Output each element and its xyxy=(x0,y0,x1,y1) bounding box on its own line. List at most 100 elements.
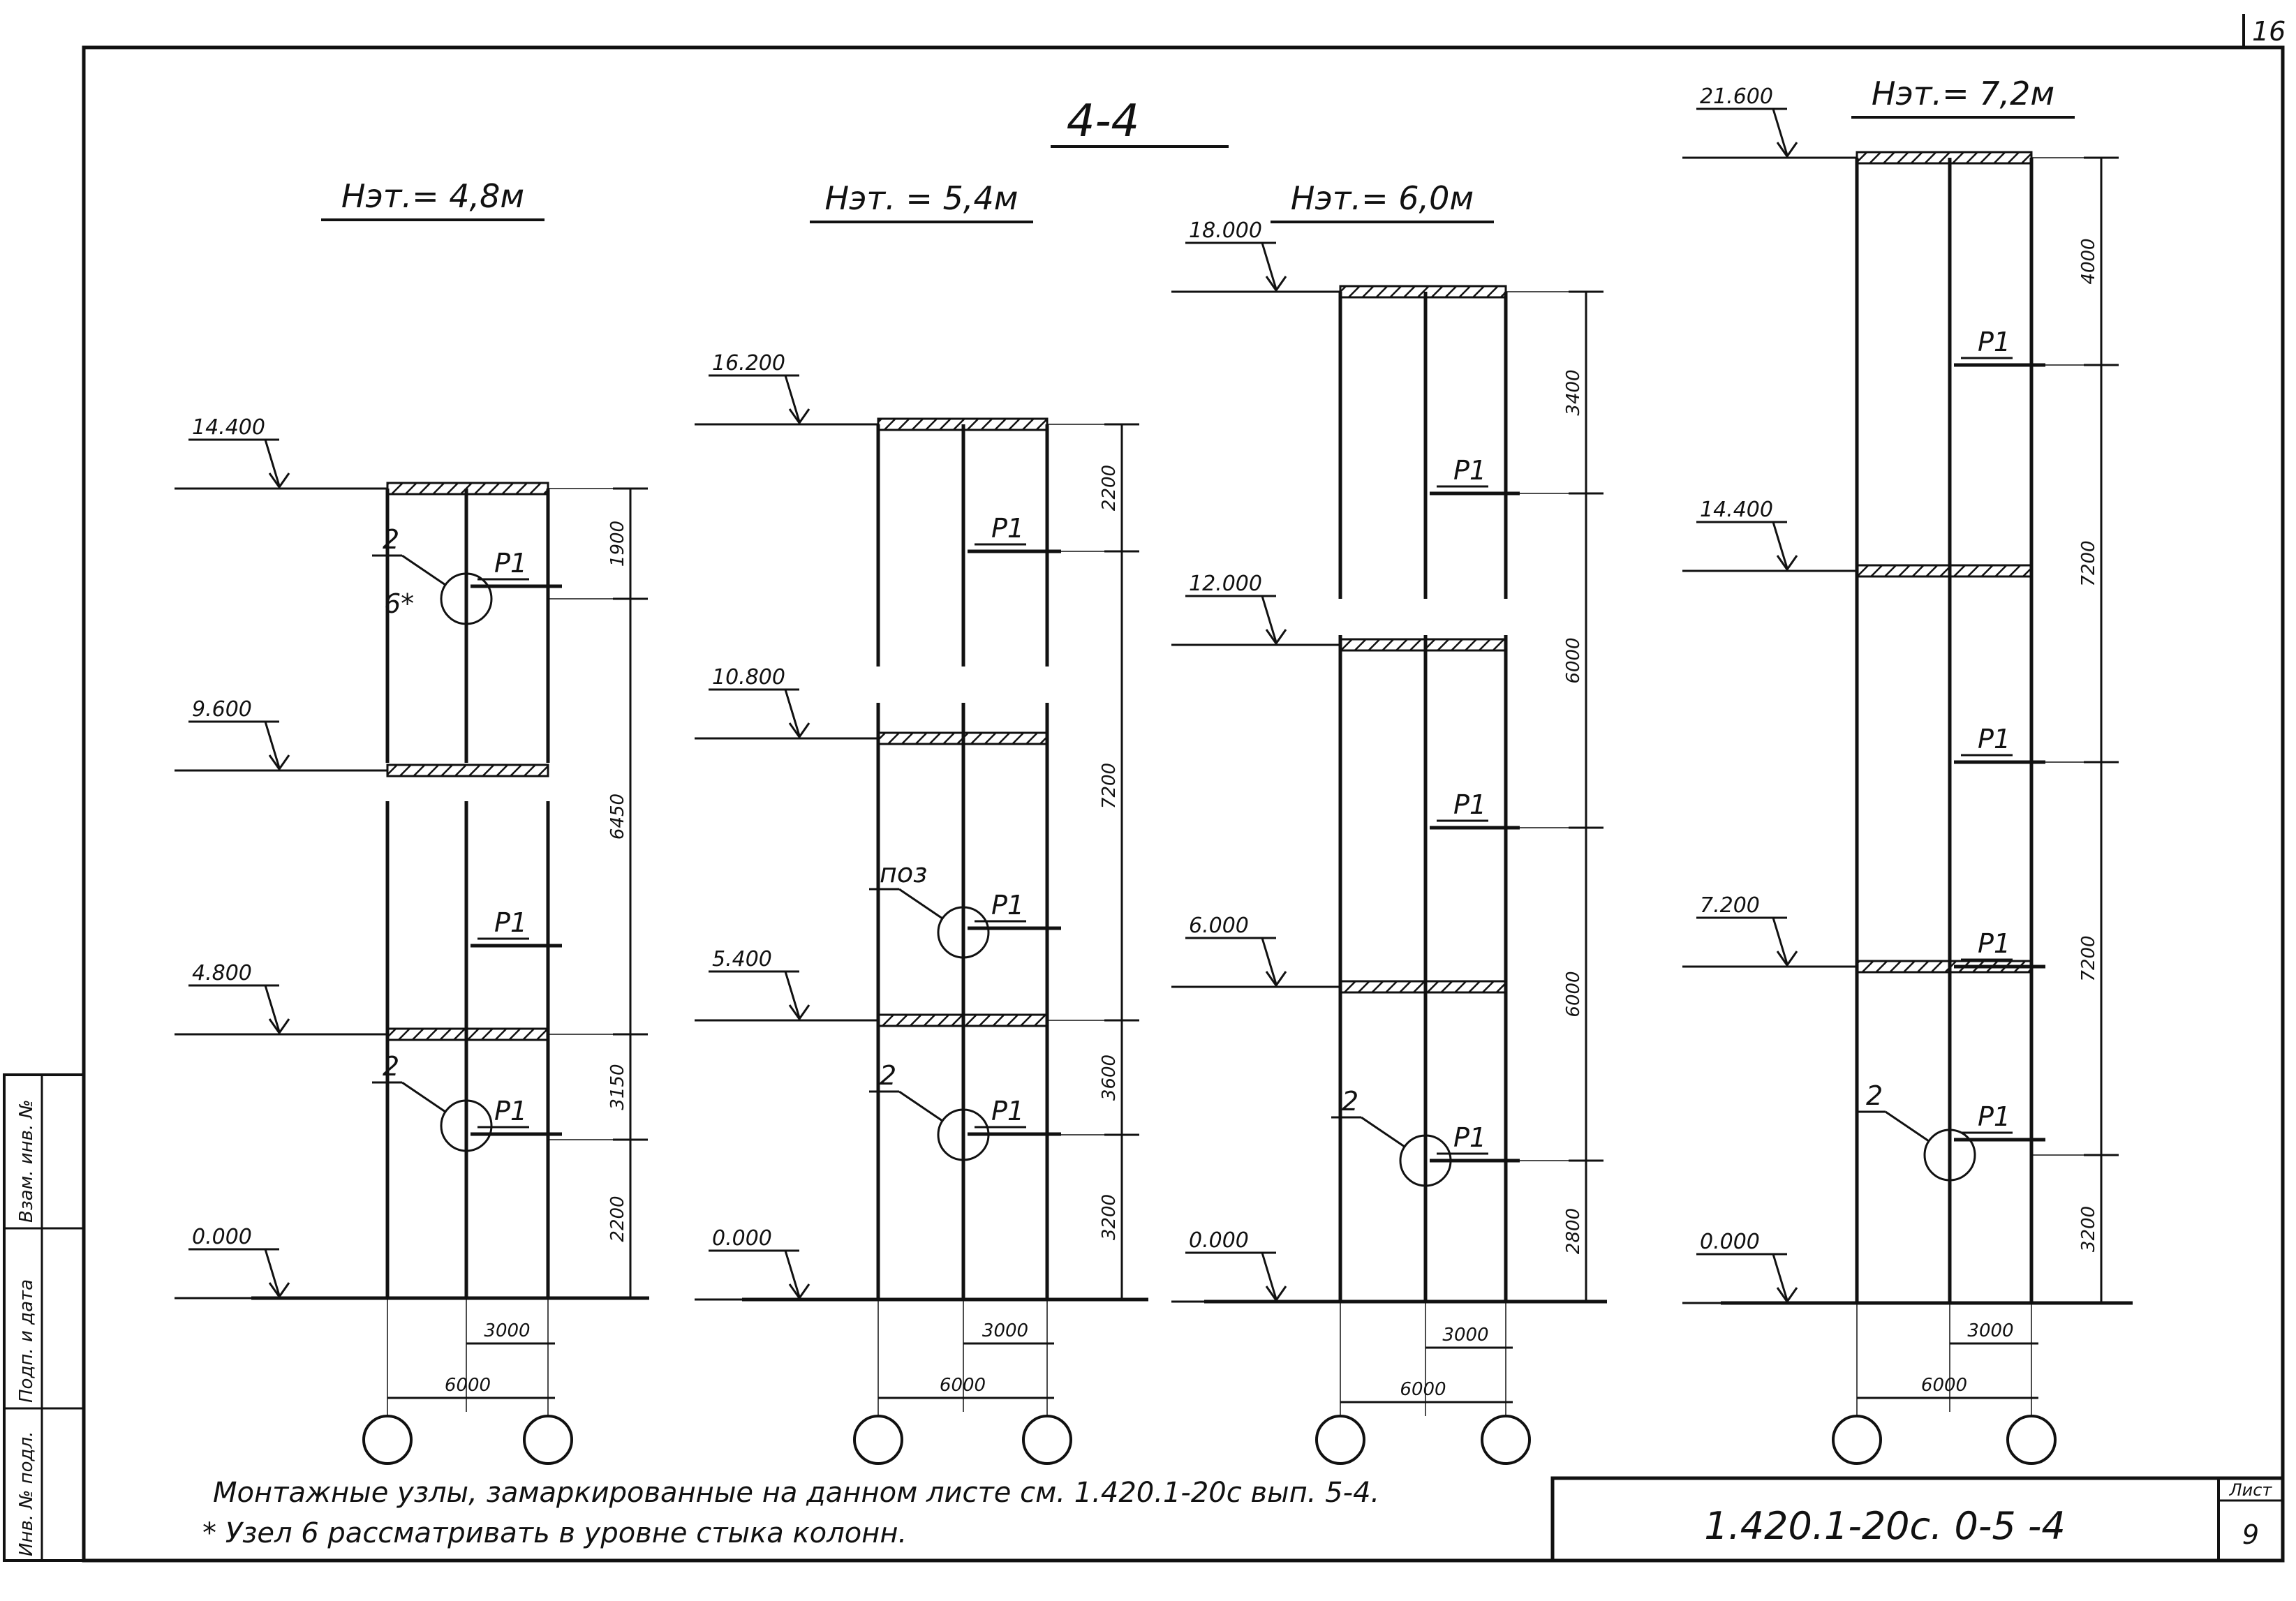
node-leader xyxy=(898,888,943,920)
elevation-arrow xyxy=(1776,555,1798,572)
node-circle xyxy=(937,1108,990,1161)
p1-label: Р1 xyxy=(494,548,527,579)
elevation-arrow xyxy=(1265,971,1287,988)
dimension-label: 3150 xyxy=(607,1064,628,1110)
elevation-arrow xyxy=(788,1004,810,1021)
p1-label: Р1 xyxy=(494,907,527,938)
elevation-label: 4.800 xyxy=(192,961,252,985)
node-circle xyxy=(937,906,990,959)
sheet-label: Лист xyxy=(2229,1480,2273,1500)
elevation-leader xyxy=(1261,1252,1277,1300)
elevation-arrow xyxy=(788,1283,810,1300)
dimension-label: 3400 xyxy=(1563,369,1584,415)
frame-2: Нэт. = 5,4м0.0005.40010.80016.2003200360… xyxy=(695,179,1148,1465)
frames: Нэт.= 4,8м 0.000 4.800 9.600 14.400 2200 3150 6… xyxy=(175,75,2133,1465)
dimension-label: 3200 xyxy=(1099,1194,1120,1240)
frame-header: Нэт.= 7,2м xyxy=(1872,75,2054,112)
node-label: 2 xyxy=(880,1060,896,1091)
elevation-label: 16.200 xyxy=(712,351,785,375)
axis-bubble xyxy=(1832,1415,1882,1465)
span-label-6000: 6000 xyxy=(445,1375,491,1396)
elevation-label: 18.000 xyxy=(1189,218,1262,243)
elevation-arrow xyxy=(268,1018,290,1035)
elevation-arrow xyxy=(268,472,290,489)
elevation-arrow xyxy=(788,722,810,739)
elevation-leader xyxy=(784,971,801,1018)
elevation-leader xyxy=(264,721,281,768)
frame-3: Нэт.= 6,0м0.0006.00012.00018.00028006000… xyxy=(1171,179,1607,1465)
floor-slab xyxy=(1856,151,2033,165)
axis-bubble xyxy=(1315,1415,1365,1465)
p1-label: Р1 xyxy=(1453,1122,1486,1153)
frame-4: Нэт.= 7,2м0.0007.20014.40021.60032007200… xyxy=(1682,75,2133,1465)
axis-bubble xyxy=(1022,1415,1072,1465)
elevation-arrow xyxy=(1265,629,1287,646)
frame-header: Нэт.= 6,0м xyxy=(1291,179,1474,217)
elevation-arrow xyxy=(268,1282,290,1299)
elevation-label: 6.000 xyxy=(1189,914,1249,938)
node-label: 2 xyxy=(383,1051,399,1082)
elevation-arrow xyxy=(1776,1287,1798,1304)
span-label-6000: 6000 xyxy=(940,1375,986,1396)
frame-header: Нэт.= 4,8м xyxy=(341,177,524,215)
elevation-label: 5.400 xyxy=(712,947,772,971)
node-leader xyxy=(1361,1116,1405,1148)
dimension-label: 4000 xyxy=(2078,238,2099,284)
p1-label: Р1 xyxy=(494,1096,527,1126)
p1-label: Р1 xyxy=(991,1096,1024,1126)
floor-slab xyxy=(386,764,549,777)
span-label-3000: 3000 xyxy=(484,1320,530,1341)
node-leader xyxy=(898,1090,943,1122)
elevation-arrow xyxy=(788,408,810,425)
elevation-leader xyxy=(1772,1253,1788,1301)
elevation-leader xyxy=(1772,917,1788,965)
dimension-label: 3600 xyxy=(1099,1055,1120,1101)
dimension-label: 6450 xyxy=(607,794,628,840)
elevation-label: 9.600 xyxy=(192,697,252,722)
p1-label: Р1 xyxy=(991,513,1024,544)
dimension-label: 7200 xyxy=(2078,540,2099,586)
elevation-leader xyxy=(1772,108,1788,156)
floor-slab xyxy=(1339,980,1507,994)
elevation-arrow xyxy=(268,754,290,771)
dimension-label: 3200 xyxy=(2078,1206,2099,1252)
elevation-leader xyxy=(1261,595,1277,643)
dimension-label: 2200 xyxy=(1099,465,1120,511)
elevation-leader xyxy=(784,375,801,422)
node-label: 2 xyxy=(1866,1080,1883,1111)
elevation-label: 14.400 xyxy=(1700,498,1773,522)
elevation-leader xyxy=(1261,937,1277,985)
elevation-label: 7.200 xyxy=(1700,893,1760,918)
section-title: 4-4 xyxy=(1067,96,1140,147)
node-leader xyxy=(401,1081,446,1113)
floor-slab xyxy=(877,1013,1049,1027)
elevation-arrow xyxy=(1265,276,1287,292)
elevation-label: 21.600 xyxy=(1700,84,1773,109)
span-label-6000: 6000 xyxy=(1921,1375,1967,1396)
axis-bubble xyxy=(523,1415,573,1465)
floor-slab xyxy=(386,1027,549,1041)
elevation-label: 0.000 xyxy=(192,1225,252,1249)
node-leader xyxy=(1885,1110,1930,1142)
p1-label: Р1 xyxy=(1978,327,2010,357)
node-circle xyxy=(1923,1129,1976,1182)
dimension-label: 6000 xyxy=(1563,971,1584,1017)
axis-bubble xyxy=(2006,1415,2057,1465)
node-circle xyxy=(440,572,493,625)
stamp-text-1: Инв. № подл. xyxy=(16,1431,37,1556)
floor-slab xyxy=(1856,564,2033,578)
floor-slab xyxy=(386,482,549,496)
elevation-leader xyxy=(1772,521,1788,569)
elevation-label: 0.000 xyxy=(712,1226,772,1251)
dimension-label: 1900 xyxy=(607,521,628,567)
node-label: 2 xyxy=(383,524,399,555)
span-label-3000: 3000 xyxy=(982,1320,1028,1341)
corner-number: 16 xyxy=(2252,16,2286,47)
elevation-label: 0.000 xyxy=(1189,1228,1249,1253)
dimension-label: 2200 xyxy=(607,1196,628,1242)
dimension-label: 7200 xyxy=(1099,763,1120,809)
dimension-label: 7200 xyxy=(2078,935,2099,981)
floor-slab xyxy=(877,731,1049,745)
stamp-text-2: Подп. и дата xyxy=(16,1279,37,1403)
